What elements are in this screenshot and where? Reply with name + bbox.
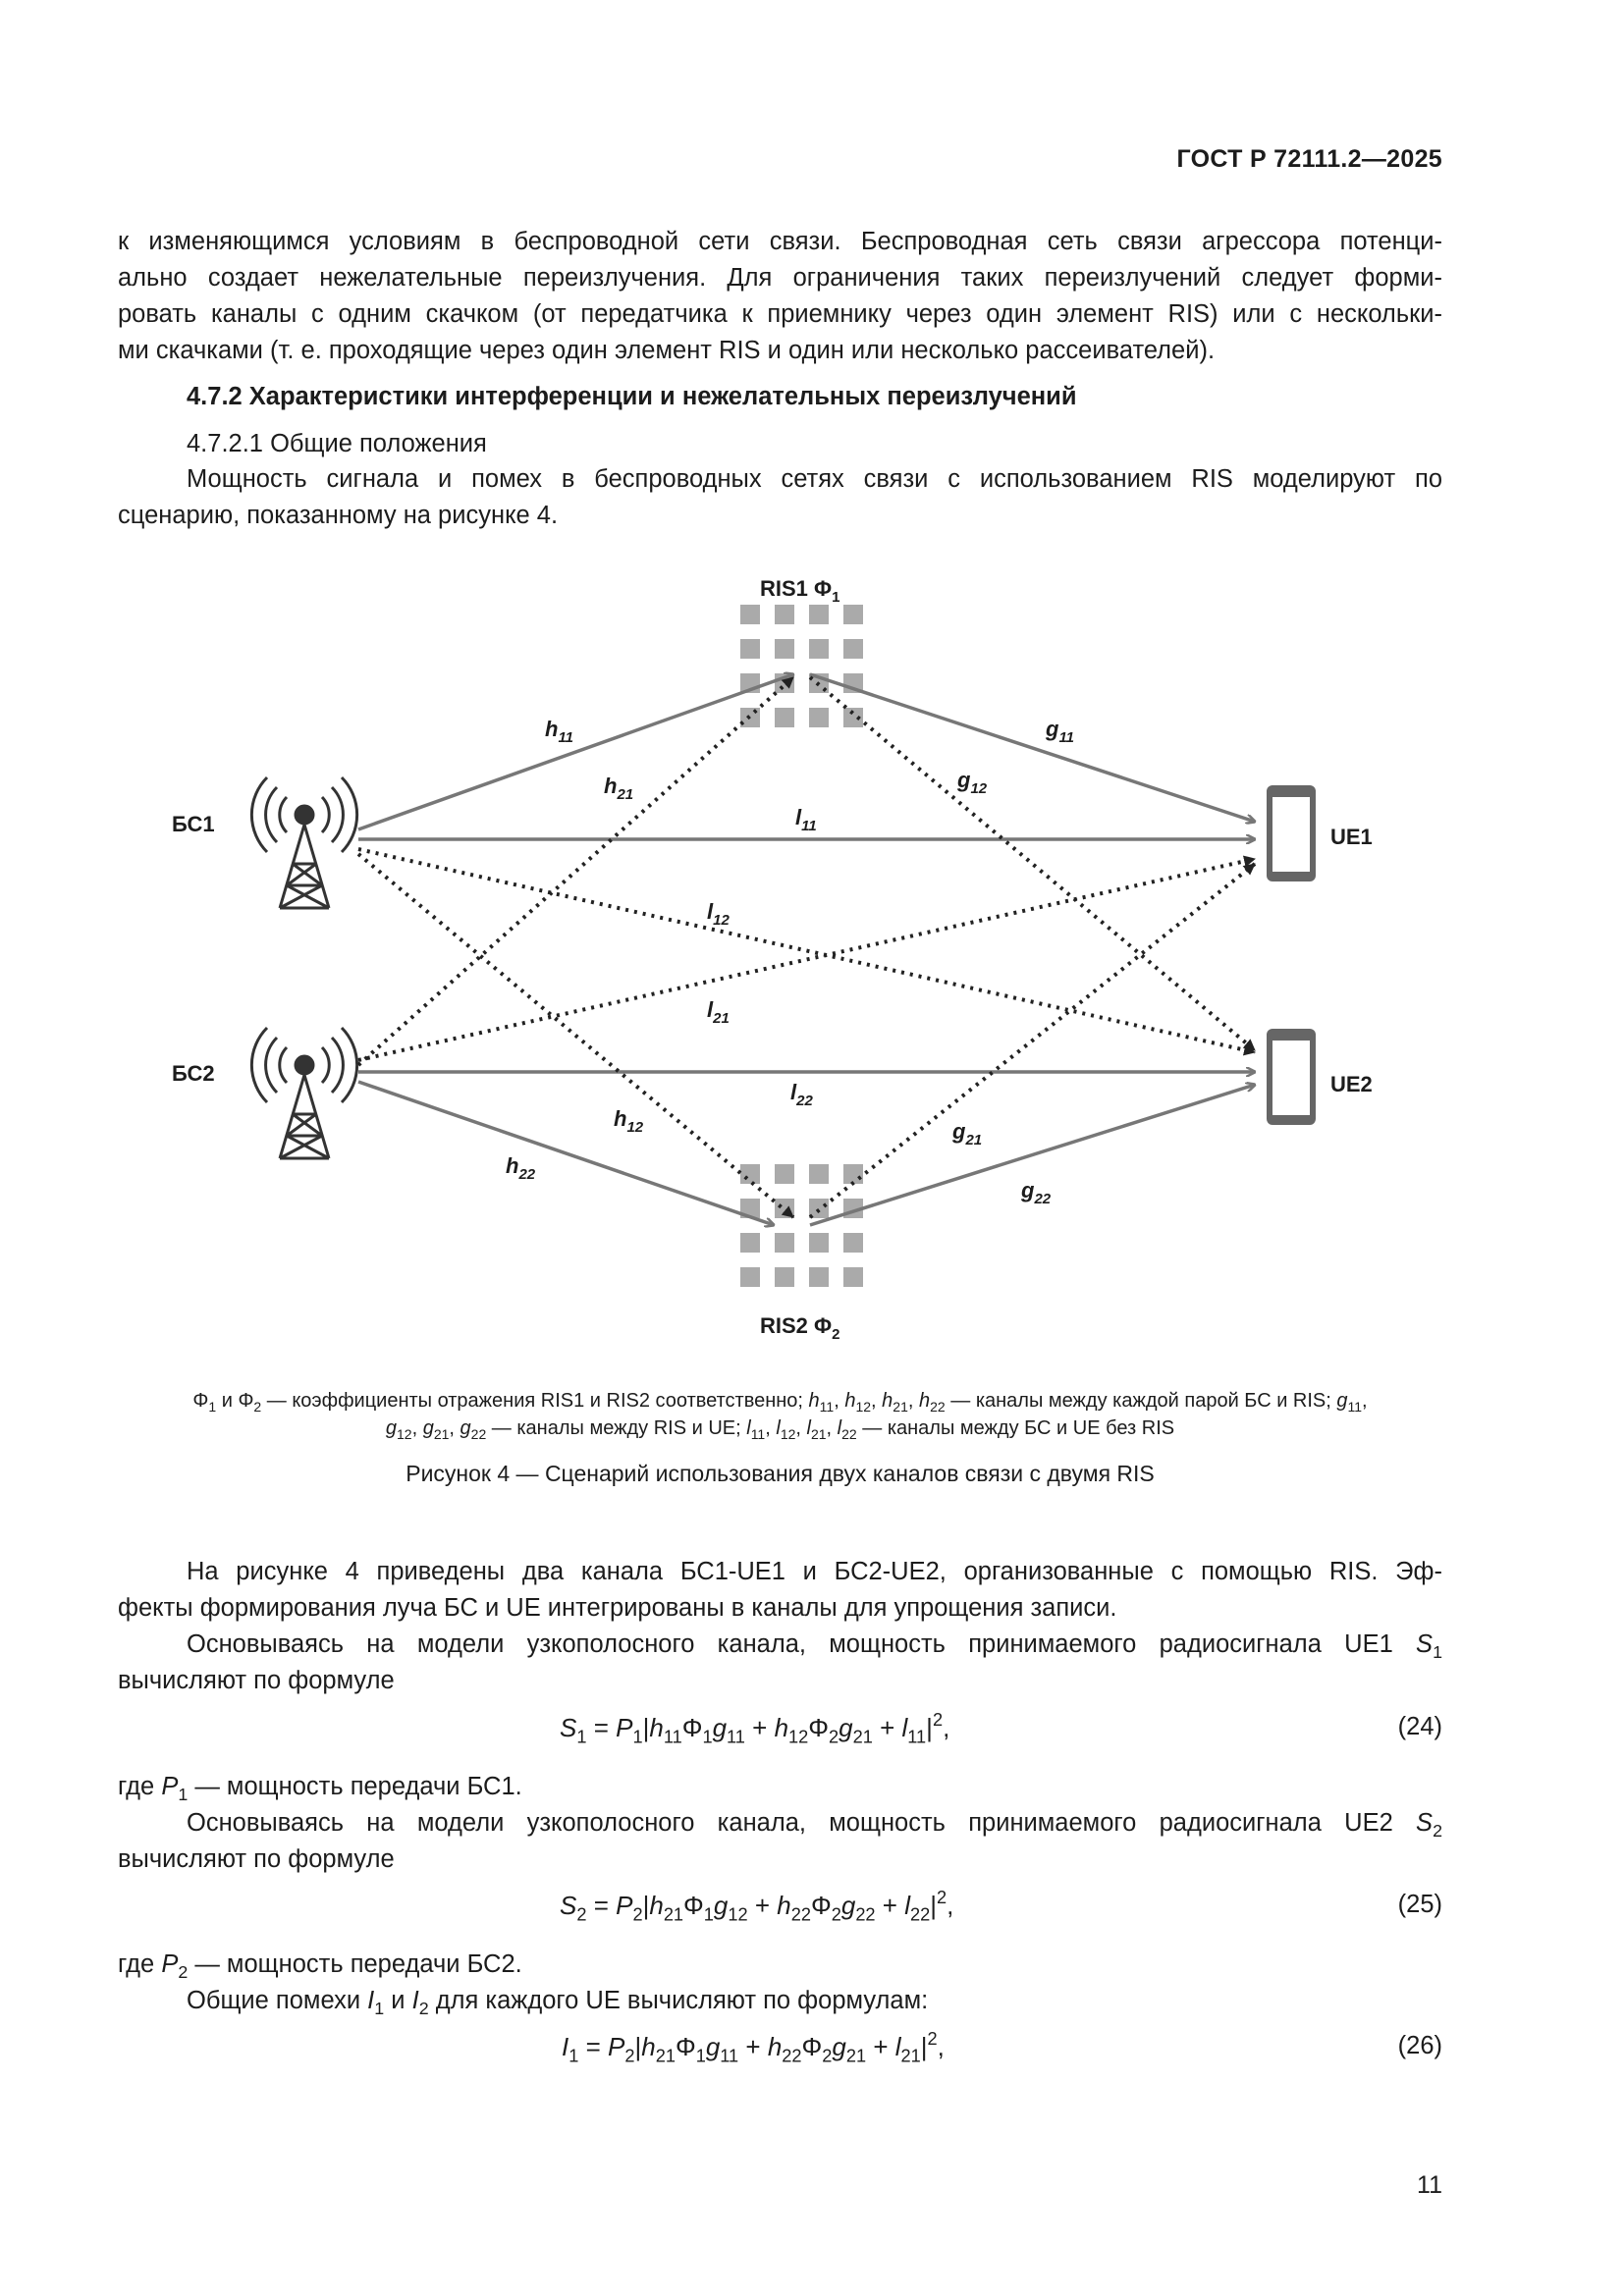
text-line: Основываясь на модели узкополосного кана…	[187, 1809, 1442, 1842]
ue2-label: UE2	[1330, 1072, 1373, 1096]
formula-25: S2 = P2|h21Φ1g12 + h22Φ2g22 + l22|2,	[560, 1888, 954, 1925]
link-label-g22: g22	[1020, 1178, 1052, 1207]
figure-legend: Φ1 и Φ2 — коэффициенты отражения RIS1 и …	[192, 1390, 1368, 1442]
bs1-label: БС1	[172, 812, 215, 836]
link-label-l12: l12	[707, 899, 730, 929]
section-heading: 4.7.2 Характеристики интерференции и неж…	[187, 383, 1077, 410]
base-station-1-icon	[249, 775, 359, 910]
text-line: к изменяющимся условиям в беспроводной с…	[118, 228, 1442, 255]
text-line: ально создает нежелательные переизлучени…	[118, 264, 1442, 292]
signal-links	[357, 674, 1255, 1225]
text-line: вычисляют по формуле	[118, 1667, 395, 1694]
link-label-g12: g12	[956, 768, 988, 797]
ue2-phone-icon	[1267, 1029, 1316, 1125]
link-label-g11: g11	[1045, 717, 1074, 746]
text-line: ровать каналы с одним скачком (от переда…	[118, 300, 1442, 328]
ris1-panel	[740, 605, 863, 727]
link-label-h21: h21	[604, 774, 633, 803]
where-p1: где P1 — мощность передачи БС1.	[118, 1769, 1442, 1805]
link-label-l21: l21	[707, 997, 730, 1027]
link-label-l22: l22	[790, 1080, 813, 1109]
formula-number-24: (24)	[1397, 1713, 1442, 1740]
ris-scenario-diagram: RIS1 Φ1 RIS2 Φ2 БС1 БС2 UE1 UE2 h11 h21 …	[172, 576, 1373, 1343]
paragraph-scenario: Мощность сигнала и помех в беспроводных …	[118, 461, 1442, 534]
link-label-g21: g21	[951, 1119, 982, 1148]
paragraph-ue2-power: Основываясь на модели узкополосного кана…	[118, 1805, 1442, 1878]
document-standard-number: ГОСТ Р 72111.2—2025	[1176, 145, 1442, 173]
link-label-h22: h22	[506, 1153, 536, 1183]
text-line: фекты формирования луча БС и UE интегрир…	[118, 1594, 1117, 1622]
subsection-heading: 4.7.2.1 Общие положения	[187, 430, 487, 457]
interference-links	[356, 675, 1257, 1219]
ris2-label: RIS2 Φ2	[760, 1313, 839, 1343]
page-number: 11	[1417, 2171, 1442, 2199]
text-line: вычисляют по формуле	[118, 1845, 395, 1873]
paragraph-ue1-power: Основываясь на модели узкополосного кана…	[118, 1627, 1442, 1699]
ris1-label: RIS1 Φ1	[760, 576, 839, 606]
formula-24: S1 = P1|h11Φ1g11 + h12Φ2g21 + l11|2,	[560, 1710, 950, 1747]
where-p2: где P2 — мощность передачи БС2.	[118, 1947, 1442, 1983]
text-line: где P2 — мощность передачи БС2.	[118, 1950, 522, 1983]
text-line: Основываясь на модели узкополосного кана…	[187, 1630, 1442, 1663]
bs2-label: БС2	[172, 1061, 215, 1086]
text-line: Мощность сигнала и помех в беспроводных …	[187, 465, 1442, 493]
formula-26: I1 = P2|h21Φ1g11 + h22Φ2g21 + l21|2,	[562, 2029, 945, 2066]
link-label-h11: h11	[545, 717, 573, 746]
paragraph-intro: к изменяющимся условиям в беспроводной с…	[118, 224, 1442, 369]
ris2-panel	[740, 1164, 863, 1287]
base-station-2-icon	[249, 1026, 359, 1160]
paragraph-interference: Общие помехи I1 и I2 для каждого UE вычи…	[118, 1983, 1442, 2019]
formula-number-25: (25)	[1397, 1891, 1442, 1918]
ue1-phone-icon	[1267, 785, 1316, 881]
text-line: На рисунке 4 приведены два канала БС1-UE…	[187, 1558, 1442, 1585]
paragraph-channels: На рисунке 4 приведены два канала БС1-UE…	[118, 1554, 1442, 1627]
text-line: сценарию, показанному на рисунке 4.	[118, 502, 559, 529]
text-line: Общие помехи I1 и I2 для каждого UE вычи…	[187, 1987, 929, 2019]
text-line: ми скачками (т. е. проходящие через один…	[118, 337, 1216, 364]
ue1-label: UE1	[1330, 825, 1373, 849]
text-line: где P1 — мощность передачи БС1.	[118, 1773, 522, 1805]
link-label-l11: l11	[795, 805, 817, 834]
formula-number-26: (26)	[1397, 2032, 1442, 2059]
figure-caption: Рисунок 4 — Сценарий использования двух …	[406, 1461, 1155, 1486]
link-label-h12: h12	[614, 1106, 644, 1136]
